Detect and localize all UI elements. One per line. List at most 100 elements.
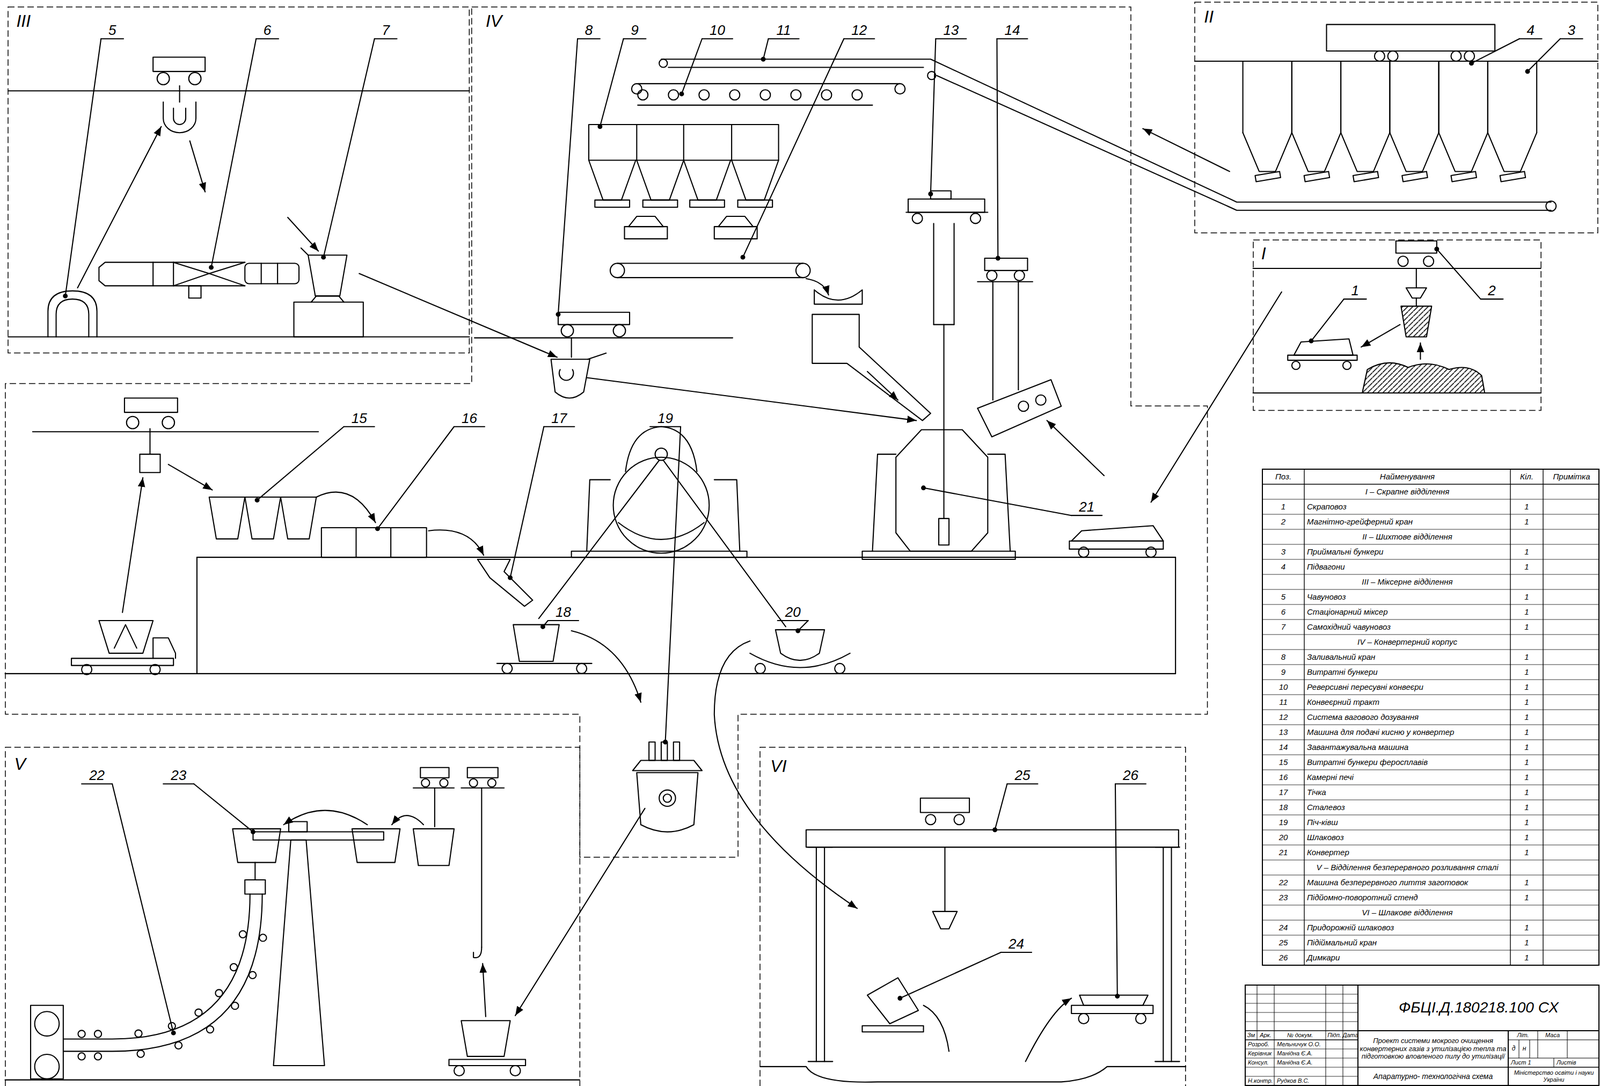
table-quantity: 1 bbox=[1510, 664, 1544, 680]
flow-arrow bbox=[190, 140, 206, 192]
region-numeral: II bbox=[1203, 8, 1214, 26]
scrap-car bbox=[1287, 355, 1357, 361]
oxygen-lance bbox=[953, 223, 955, 325]
table-name: Завантажувальна машина bbox=[1304, 739, 1511, 755]
wheel bbox=[986, 270, 997, 281]
flow-arrow bbox=[586, 377, 917, 421]
leader-dot bbox=[375, 526, 380, 531]
table-name: Витратні бункери феросплавів bbox=[1304, 754, 1511, 770]
table-position: 26 bbox=[1262, 950, 1305, 966]
receiving-bunker bbox=[1536, 61, 1538, 133]
crane-hook bbox=[173, 108, 186, 125]
table-quantity: 1 bbox=[1510, 679, 1544, 695]
rail-line bbox=[8, 90, 470, 92]
title-block-rule bbox=[1553, 1057, 1555, 1068]
leader-dot bbox=[897, 996, 902, 1000]
wheel bbox=[1464, 50, 1475, 62]
callout-underline bbox=[996, 38, 1028, 40]
rail-line bbox=[474, 337, 733, 339]
receiving-bunker bbox=[1340, 61, 1342, 133]
conveyor-pulley bbox=[610, 263, 625, 279]
table-rule bbox=[1262, 499, 1600, 500]
title-block-rule bbox=[1357, 1029, 1600, 1032]
steel-ladle bbox=[352, 828, 400, 863]
leader-line bbox=[193, 783, 253, 832]
table-quantity: 1 bbox=[1510, 544, 1544, 560]
table-position: 18 bbox=[1262, 799, 1305, 815]
title-block-rule bbox=[1325, 984, 1327, 1086]
table-rule bbox=[1509, 469, 1511, 966]
withdrawal-roll bbox=[34, 1054, 60, 1079]
table-quantity: 1 bbox=[1510, 784, 1544, 800]
title-block-rule bbox=[1567, 1030, 1568, 1058]
title-block-rule bbox=[1245, 1067, 1358, 1068]
crane-rope bbox=[480, 787, 482, 948]
title-block-rule bbox=[1245, 1012, 1358, 1013]
crane-rope bbox=[1415, 268, 1417, 288]
flow-arrow bbox=[1047, 420, 1105, 476]
table-quantity: 1 bbox=[1510, 589, 1544, 605]
mixer-body bbox=[244, 263, 299, 284]
ladle-furnace-body bbox=[663, 793, 672, 802]
leader-dot bbox=[921, 485, 926, 490]
wheel bbox=[1014, 270, 1025, 281]
callout-underline bbox=[1001, 951, 1032, 953]
converter-mouth bbox=[655, 448, 668, 461]
converter-vessel bbox=[625, 426, 697, 472]
callout-number: 13 bbox=[943, 23, 959, 39]
callout-underline bbox=[1115, 783, 1146, 785]
callout-number: 17 bbox=[551, 411, 567, 427]
table-quantity: 1 bbox=[1510, 649, 1544, 665]
crane-rope bbox=[434, 787, 436, 827]
floor-line bbox=[8, 335, 470, 338]
crane-hook bbox=[473, 946, 482, 958]
turret-arm bbox=[252, 831, 384, 840]
table-name: Тічка bbox=[1304, 784, 1511, 800]
table-name: Придорожній шлаковоз bbox=[1304, 919, 1511, 935]
leader-dot bbox=[663, 740, 668, 744]
table-rule bbox=[1262, 829, 1600, 831]
gantry-leg bbox=[815, 846, 817, 1062]
converter-stand bbox=[872, 454, 896, 552]
conveyor-pulley bbox=[631, 83, 642, 94]
table-name: Самохідний чавуновоз bbox=[1304, 619, 1511, 635]
table-name: Стаціонарний міксер bbox=[1304, 604, 1511, 620]
wheel bbox=[1078, 1013, 1090, 1024]
table-rule bbox=[1262, 934, 1600, 936]
callout-underline bbox=[935, 38, 967, 40]
table-quantity: 1 bbox=[1510, 889, 1544, 905]
table-rule bbox=[1262, 919, 1600, 921]
table-rule bbox=[1262, 859, 1600, 861]
tundish bbox=[244, 879, 266, 895]
chute bbox=[477, 559, 533, 606]
title-block-header: Літ. bbox=[1508, 1030, 1538, 1040]
table-position: 10 bbox=[1262, 679, 1305, 695]
bunker-funnel bbox=[636, 160, 684, 201]
title-block-role: Розроб. bbox=[1245, 1039, 1275, 1049]
crane-trolley bbox=[152, 56, 206, 72]
title-block-person: Рудков В.С. bbox=[1274, 1076, 1326, 1086]
bunker-gate bbox=[1450, 171, 1477, 182]
flow-arrow bbox=[1142, 128, 1230, 172]
callout-number: 9 bbox=[630, 23, 639, 39]
sheet-title: Апаратурно- технологічна схема bbox=[1357, 1067, 1509, 1086]
region-outline bbox=[5, 6, 1208, 858]
table-quantity: 1 bbox=[1510, 694, 1544, 710]
conveyor-roller bbox=[698, 89, 710, 100]
callout-underline bbox=[623, 38, 647, 40]
table-position: 24 bbox=[1262, 919, 1305, 935]
gantry-leg bbox=[808, 1060, 834, 1062]
callout-underline bbox=[702, 38, 733, 40]
table-name: Система вагового дозування bbox=[1304, 709, 1511, 725]
callout-underline bbox=[577, 38, 601, 40]
leader-line bbox=[1471, 38, 1519, 64]
flow-arrow bbox=[867, 371, 898, 400]
furnace-roof bbox=[632, 760, 703, 771]
table-position: 20 bbox=[1262, 829, 1305, 845]
receiving-bunker bbox=[1389, 61, 1391, 133]
strand-roller bbox=[206, 1025, 214, 1033]
title-block-role: Консул. bbox=[1245, 1057, 1275, 1068]
table-rule bbox=[1262, 709, 1600, 711]
charging-chute bbox=[812, 314, 931, 421]
title-block-frame bbox=[1245, 984, 1599, 1086]
